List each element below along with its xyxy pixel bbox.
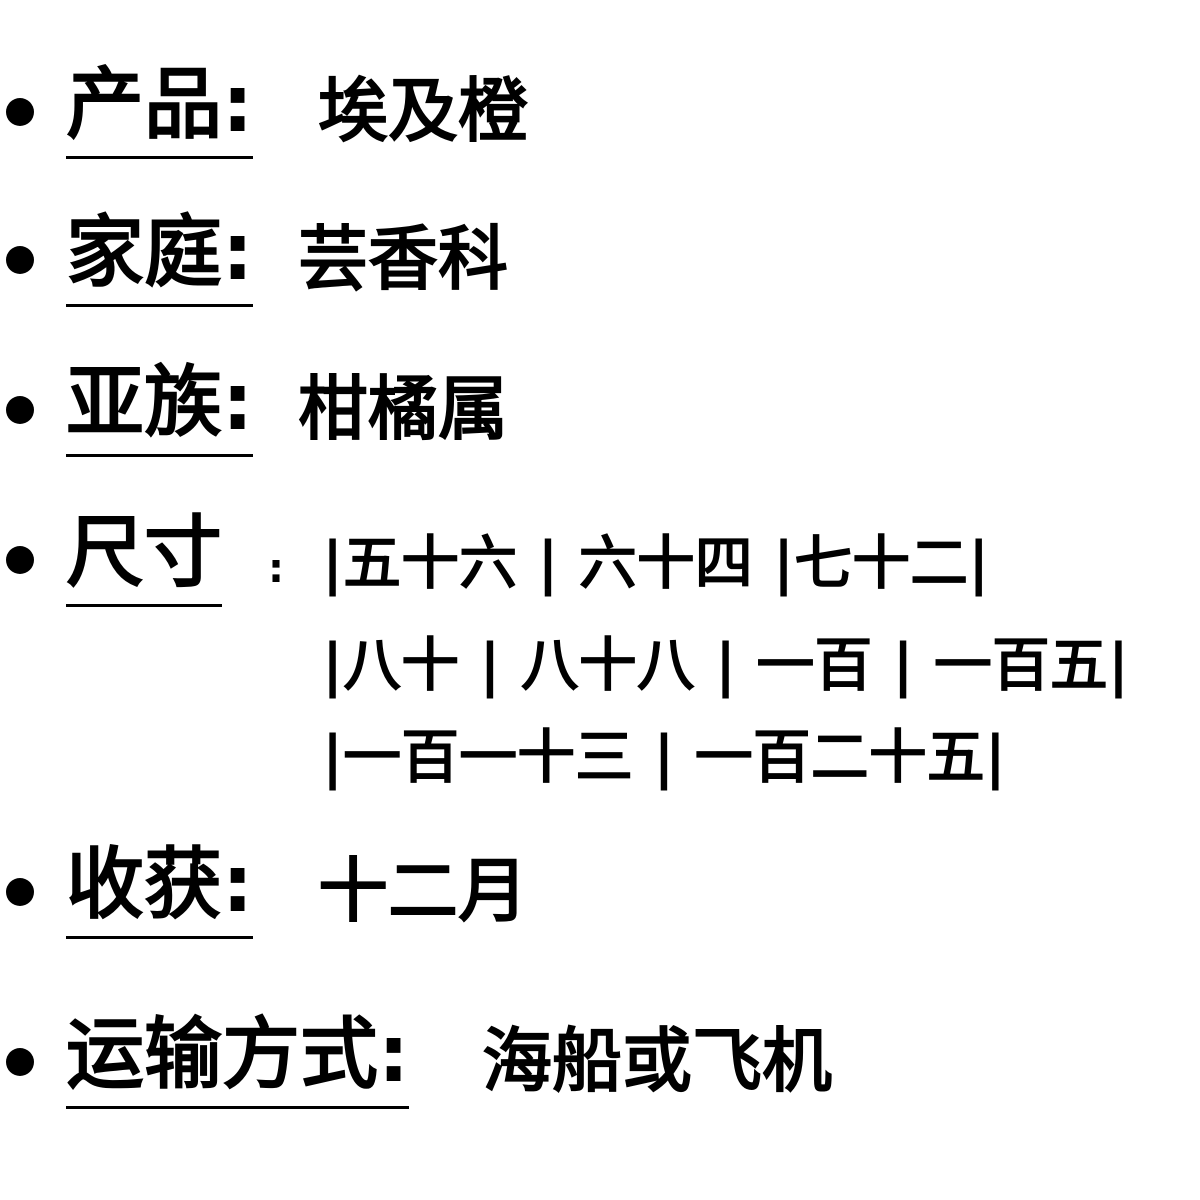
subtribe-value: 柑橘属 [298, 368, 508, 450]
family-label: 家庭: [66, 208, 254, 307]
bullet-icon [6, 98, 34, 126]
bullet-icon [6, 1048, 34, 1076]
family-value: 芸香科 [298, 218, 508, 300]
bullet-icon [6, 246, 34, 274]
size-line-1: |五十六 | 六十四 |七十二| [322, 529, 990, 597]
size-line-2: |八十 | 八十八 | 一百 | 一百五| [322, 631, 1130, 699]
size-colon: : [268, 546, 284, 592]
shipping-value: 海船或飞机 [482, 1020, 832, 1102]
shipping-label: 运输方式: [66, 1010, 410, 1109]
product-value: 埃及橙 [318, 70, 528, 152]
harvest-label: 收获: [66, 840, 254, 939]
subtribe-label: 亚族: [66, 358, 254, 457]
size-label: 尺寸 [66, 508, 223, 607]
harvest-value: 十二月 [318, 850, 528, 932]
bullet-icon [6, 396, 34, 424]
bullet-icon [6, 546, 34, 574]
size-line-3: |一百一十三 | 一百二十五| [322, 723, 1006, 791]
bullet-icon [6, 878, 34, 906]
product-label: 产品: [66, 60, 254, 159]
